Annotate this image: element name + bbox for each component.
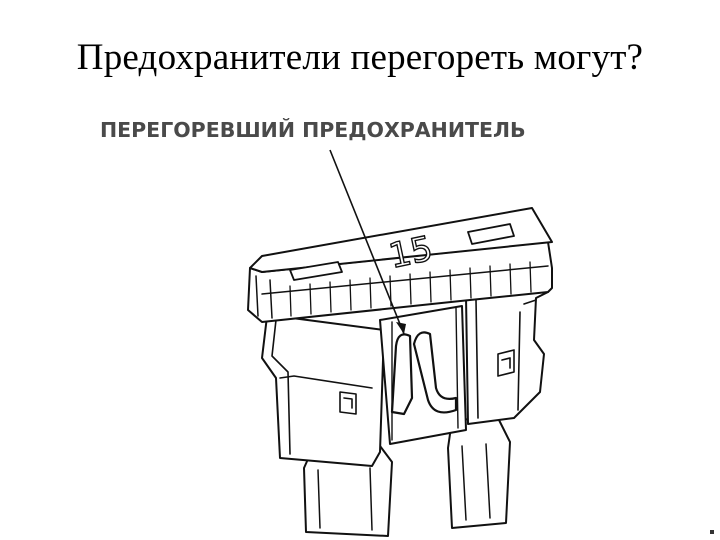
callout-label: ПЕРЕГОРЕВШИЙ ПРЕДОХРАНИТЕЛЬ xyxy=(100,117,526,142)
callout-arrow xyxy=(329,149,406,335)
right-blade xyxy=(447,417,511,529)
right-test-point xyxy=(497,349,515,377)
cap-slot-left xyxy=(289,261,343,281)
broken-fuse-element xyxy=(390,333,414,416)
corner-dot xyxy=(710,530,714,534)
fuse-cap-top xyxy=(249,207,553,273)
broken-fuse-element-right xyxy=(412,331,458,414)
slide-title: Предохранители перегореть могут? xyxy=(76,37,644,78)
left-housing xyxy=(261,307,385,467)
left-test-point xyxy=(339,391,357,415)
fuse-rating-label: 15 xyxy=(386,229,437,277)
cap-slot-right xyxy=(467,223,515,245)
